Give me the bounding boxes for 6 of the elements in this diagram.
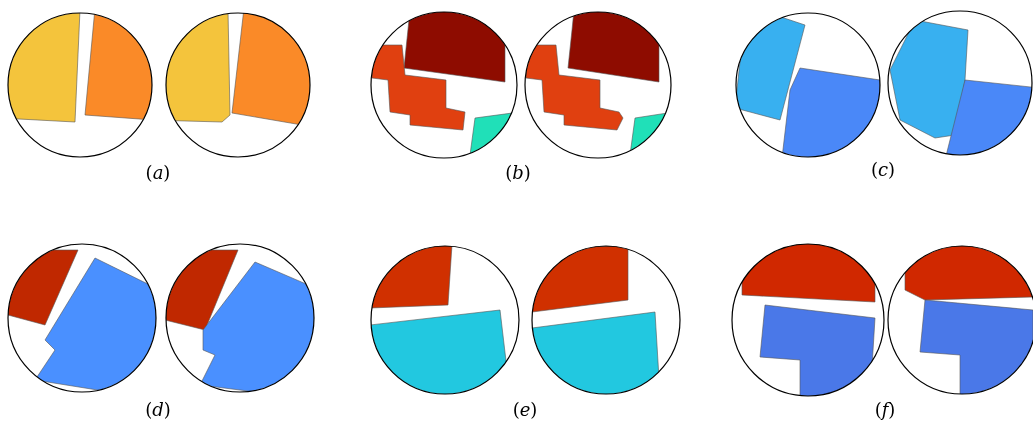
panel-label: (e) [512,401,538,419]
panel-label: (d) [145,401,171,419]
panel-label: (b) [505,164,531,182]
panel-label: (a) [145,164,171,182]
panel-label: (f) [874,401,896,419]
panel-label: (c) [870,161,896,179]
